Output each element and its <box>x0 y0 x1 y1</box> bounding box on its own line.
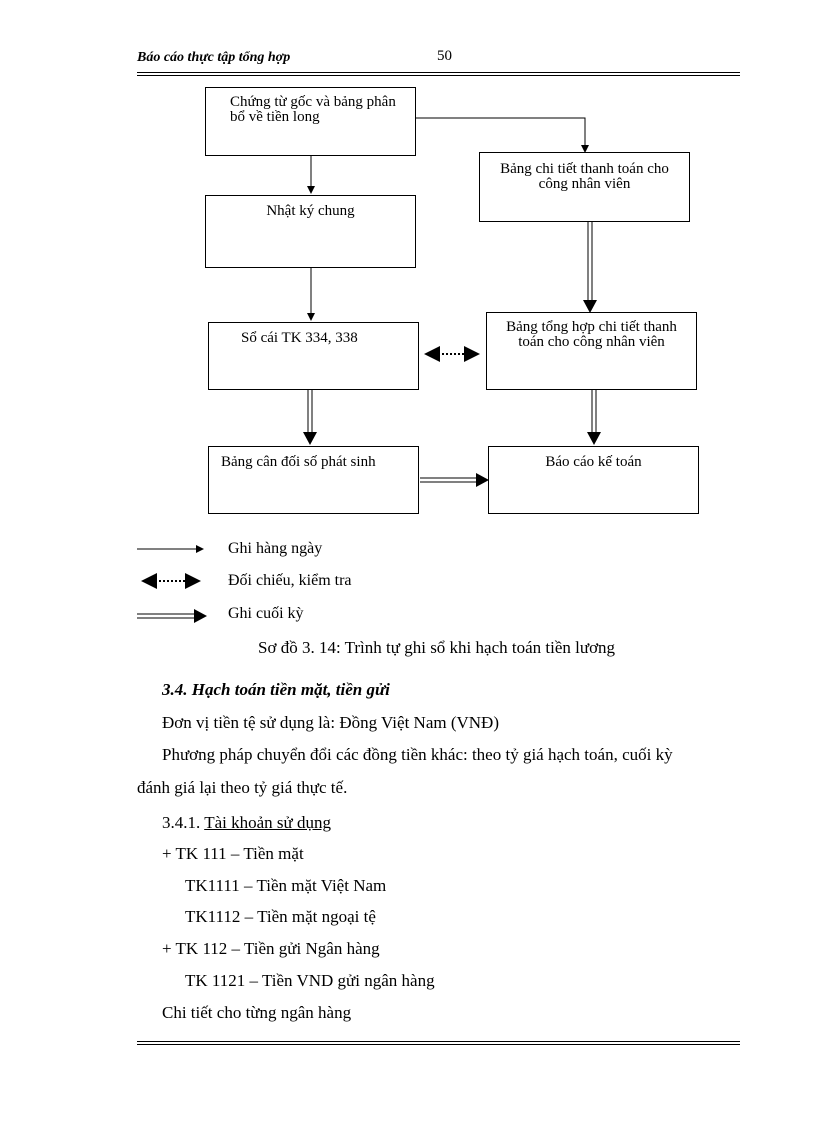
account-line: TK1111 – Tiền mặt Việt Nam <box>185 876 387 895</box>
subsection-heading: 3.4.1. Tài khoản sử dụng <box>162 813 331 833</box>
box-financial-report-label: Báo cáo kế toán <box>545 454 642 470</box>
box-summary-detail-label: Bảng tổng hợp chi tiết thanh toán cho cô… <box>506 319 677 350</box>
arrow-source-to-payment-detail <box>416 117 589 153</box>
account-line: + TK 112 – Tiền gửi Ngân hàng <box>162 939 380 958</box>
box-ledger-label: Sổ cái TK 334, 338 <box>241 330 358 346</box>
footer-rule-bottom <box>137 1044 740 1045</box>
account-line: TK1112 – Tiền mặt ngoại tệ <box>185 907 376 926</box>
subsection-title: Tài khoản sử dụng <box>204 813 331 832</box>
box-summary-detail: Bảng tổng hợp chi tiết thanh toán cho cô… <box>486 312 697 390</box>
account-line: TK 1121 – Tiền VND gửi ngân hàng <box>185 971 435 990</box>
box-source-documents: Chứng từ gốc và bảng phân bổ về tiền lon… <box>205 87 416 156</box>
arrow-payment-to-summary <box>583 222 597 313</box>
account-line: + TK 111 – Tiền mặt <box>162 844 304 863</box>
currency-line: Đơn vị tiền tệ sử dụng là: Đồng Việt Nam… <box>162 713 499 732</box>
header-rule-bottom <box>137 75 740 76</box>
legend-daily-label: Ghi hàng ngày <box>228 540 323 557</box>
conversion-line-2: đánh giá lại theo tỷ giá thực tế. <box>137 778 348 797</box>
legend-reconcile-label: Đối chiếu, kiểm tra <box>228 572 352 589</box>
arrow-trial-balance-to-report <box>420 473 489 487</box>
legend-period-end-label: Ghi cuối kỳ <box>228 605 304 622</box>
box-general-journal-label: Nhật ký chung <box>266 203 355 219</box>
box-trial-balance: Bảng cân đối số phát sinh <box>208 446 419 514</box>
box-financial-report: Báo cáo kế toán <box>488 446 699 514</box>
box-source-documents-label: Chứng từ gốc và bảng phân bổ về tiền lon… <box>230 94 396 125</box>
legend-period-end-symbol <box>137 609 207 623</box>
arrow-ledger-to-trial-balance <box>303 390 317 445</box>
box-ledger: Sổ cái TK 334, 338 <box>208 322 419 390</box>
page-number: 50 <box>437 48 452 64</box>
subsection-number: 3.4.1. <box>162 813 205 832</box>
section-heading: 3.4. Hạch toán tiền mặt, tiền gửi <box>162 680 390 699</box>
flowchart-connectors <box>137 117 601 623</box>
header-title: Báo cáo thực tập tổng hợp <box>137 50 291 65</box>
box-payment-detail-label: Bảng chi tiết thanh toán cho công nhân v… <box>500 161 669 192</box>
header-rule-top <box>137 72 740 73</box>
box-general-journal: Nhật ký chung <box>205 195 416 268</box>
conversion-line-1: Phương pháp chuyển đổi các đồng tiền khá… <box>162 745 673 764</box>
box-payment-detail: Bảng chi tiết thanh toán cho công nhân v… <box>479 152 690 222</box>
box-trial-balance-label: Bảng cân đối số phát sinh <box>221 454 376 470</box>
footer-rule-top <box>137 1041 740 1042</box>
diagram-caption: Sơ đồ 3. 14: Trình tự ghi sổ khi hạch to… <box>258 638 616 657</box>
arrow-summary-to-report <box>587 390 601 445</box>
account-line: Chi tiết cho từng ngân hàng <box>162 1003 352 1022</box>
